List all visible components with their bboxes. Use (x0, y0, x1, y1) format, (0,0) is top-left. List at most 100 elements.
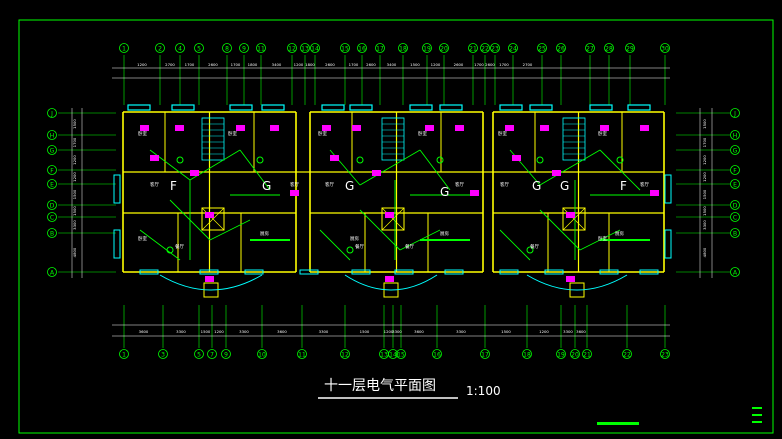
unit-letter: G (560, 179, 569, 193)
dimension-text-top: 2600 (366, 62, 376, 67)
window-bottom (394, 269, 414, 275)
axis-label-left: J (50, 110, 53, 117)
balcony-outline (526, 274, 628, 291)
axis-label-right: C (733, 214, 737, 221)
wiring-line (319, 229, 351, 261)
axis-bubble-right (730, 130, 740, 140)
axis-label-top: 23 (491, 46, 499, 53)
axis-bubble-top (256, 43, 266, 53)
dimension-text-left: 1200 (72, 172, 77, 182)
axis-bubble-top (604, 43, 614, 53)
axis-label-bottom: 15 (397, 352, 405, 359)
room-label: 厨房 (615, 230, 624, 237)
electrical-device (270, 125, 279, 131)
axis-bubble-bottom (388, 349, 398, 359)
dimension-text-right: 1200 (702, 155, 707, 165)
axis-label-left: C (50, 214, 54, 221)
wiring-line (139, 229, 181, 261)
axis-bubble-bottom (257, 349, 267, 359)
dimension-text-top: 2600 (208, 62, 218, 67)
dimension-text-left: 1500 (72, 189, 77, 199)
dimension-text-bottom: 1500 (201, 329, 211, 334)
room-label: 客厅 (455, 181, 464, 188)
electrical-device (566, 212, 575, 218)
wiring-lines (139, 149, 650, 261)
dimension-text-bottom: 3600 (139, 329, 149, 334)
dimension-text-bottom: 1500 (501, 329, 511, 334)
axis-bubble-top (537, 43, 547, 53)
dimension-text-bottom: 3300 (319, 329, 329, 334)
window-top (171, 104, 195, 111)
unit-letter: G (440, 185, 449, 199)
window-bottom (444, 269, 464, 275)
dimension-text-top: 1700 (231, 62, 241, 67)
axis-label-bottom: 1 (122, 352, 126, 359)
electrical-device (205, 276, 214, 282)
dimension-text-bottom: 3300 (239, 329, 249, 334)
electrical-device (505, 125, 514, 131)
axis-bubble-bottom (556, 349, 566, 359)
room-label: 卧室 (418, 130, 427, 137)
axis-label-top: 8 (225, 46, 229, 53)
axis-label-top: 1 (122, 46, 126, 53)
dimension-text-left: 1700 (72, 137, 77, 147)
axis-bubble-bottom (522, 349, 532, 359)
room-label: 卧室 (318, 130, 327, 137)
dimension-text-top: 1200 (294, 62, 304, 67)
title-block-mark (752, 421, 762, 423)
axis-label-bottom: 9 (224, 352, 228, 359)
axis-label-right: A (733, 269, 738, 276)
light-fixture (166, 246, 174, 254)
title-block (597, 407, 762, 425)
dimension-text-right: 4800 (702, 247, 707, 257)
room-label: 卧室 (138, 235, 147, 242)
electrical-devices (140, 125, 659, 282)
axis-label-bottom: 7 (210, 352, 214, 359)
electrical-device (330, 155, 339, 161)
axis-bubble-left (47, 145, 57, 155)
electrical-device (600, 125, 609, 131)
axis-bubble-top (239, 43, 249, 53)
axis-bubble-right (730, 145, 740, 155)
elevator-cross (381, 207, 405, 231)
axis-bubble-right (730, 228, 740, 238)
axis-bubble-top (585, 43, 595, 53)
window-side (113, 229, 121, 259)
dimension-text-left: 1500 (72, 206, 77, 216)
electrical-device (150, 155, 159, 161)
axis-label-top: 19 (423, 46, 431, 53)
room-label: 客厅 (150, 181, 159, 188)
dimension-text-top: 1800 (305, 62, 315, 67)
dimension-text-bottom: 1200 (384, 329, 394, 334)
wiring-line (359, 149, 421, 186)
electrical-device (512, 155, 521, 161)
window-bottom (544, 269, 564, 275)
axis-bubble-right (730, 108, 740, 118)
dimension-text-right: 3300 (702, 220, 707, 230)
axis-bubble-left (47, 165, 57, 175)
electrical-device (425, 125, 434, 131)
axis-label-top: 5 (197, 46, 201, 53)
axis-bubble-top (508, 43, 518, 53)
light-fixture (436, 156, 444, 164)
window-bottom (499, 269, 519, 275)
room-label: 客厅 (290, 181, 299, 188)
electrical-device (140, 125, 149, 131)
room-label: 厨房 (350, 235, 359, 242)
dimension-text-bottom: 1200 (539, 329, 549, 334)
window-top (127, 104, 151, 111)
dimension-text-top: 2600 (485, 62, 495, 67)
dimension-text-top: 2600 (454, 62, 464, 67)
axis-bubble-bottom (297, 349, 307, 359)
window-bottom (299, 269, 319, 275)
axis-label-right: D (733, 202, 738, 209)
axis-bubble-bottom (119, 349, 129, 359)
window-side (664, 229, 672, 259)
window-bottom (244, 269, 264, 275)
dimension-text-top: 1800 (248, 62, 258, 67)
room-labels: 卧室卧室卧室卧室卧室卧室卧室卧室客厅客厅客厅客厅客厅客厅厨房厨房厨房厨房餐厅餐厅… (138, 130, 649, 250)
axis-bubble-bottom (570, 349, 580, 359)
axis-label-bottom: 22 (623, 352, 631, 359)
